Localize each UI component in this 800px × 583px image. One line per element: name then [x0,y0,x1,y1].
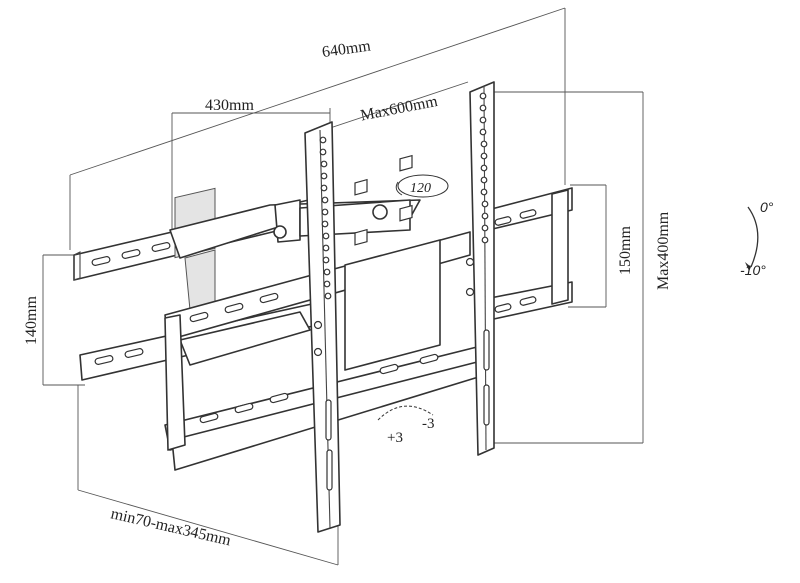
right-strap-body [469,81,495,456]
lower-arm-body [184,249,216,311]
label-120: 120 [410,181,431,196]
rotation-arc-icon [377,405,434,421]
label-extension: min70-max345mm [109,505,233,549]
right-strap-holes [465,92,490,426]
rotation-indicator [377,405,434,421]
dim-640-line [69,7,566,176]
tilt-arrow-icon [745,262,751,271]
left-strap-holes [313,136,333,491]
center-plate [344,239,441,371]
label-150: 150mm [617,226,634,275]
tilt-arc-icon [747,206,759,268]
label-tilt-plus: +3 [387,430,403,446]
lower-arm [179,311,311,366]
arm-pivot-2 [273,225,287,239]
label-430: 430mm [205,97,254,114]
dim-600-line [329,81,469,129]
swivel-indicator [395,174,449,198]
swivel-arrow-icon [395,181,403,196]
label-max400: Max400mm [655,211,672,290]
label-tilt-minus: -3 [422,416,435,432]
articulating-arms [169,199,421,366]
wall-plate-slots [91,242,171,365]
back-frame-end [551,189,569,305]
label-140: 140mm [23,296,40,345]
front-bracket-left-end [164,314,186,451]
tilt-indicator [745,206,759,271]
label-tilt-neg10: -10° [740,262,766,278]
label-tilt-0: 0° [760,199,774,215]
label-max600: Max600mm [359,93,440,125]
vesa-strap-left [304,121,341,533]
label-640: 640mm [321,37,372,61]
dim-ext-line [77,489,339,566]
arm-pivot [372,204,388,220]
vesa-strap-right [465,81,495,456]
